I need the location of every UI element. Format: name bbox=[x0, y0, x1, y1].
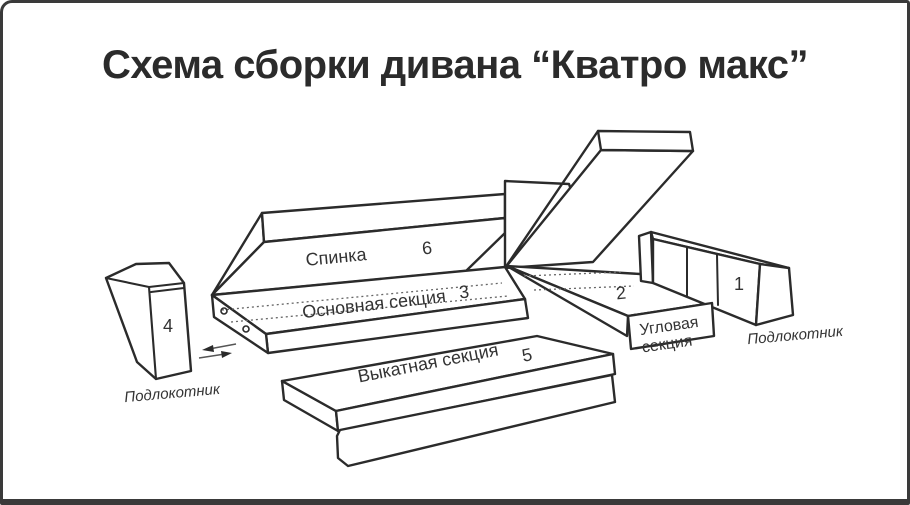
armrest-right-cap bbox=[754, 262, 795, 327]
corner-section-side bbox=[505, 264, 630, 338]
seat-seam-dotted-2 bbox=[230, 295, 509, 323]
screw-hole-1 bbox=[220, 307, 228, 315]
corner-seam-dotted-1 bbox=[523, 271, 623, 277]
armrest-left-seam bbox=[149, 286, 186, 294]
armrest-left-edge-top bbox=[104, 276, 151, 289]
main-section-number: 3 bbox=[458, 281, 470, 302]
seat-seam-dotted-1 bbox=[221, 282, 503, 311]
rollout-band bbox=[334, 352, 617, 433]
corner-seam-dotted-2 bbox=[533, 285, 635, 291]
arrow-left-icon bbox=[202, 345, 214, 352]
armrest-right-end-face bbox=[637, 230, 655, 285]
page-title: Схема сборки дивана “Кватро макс” bbox=[102, 43, 808, 87]
corner-section-number: 2 bbox=[615, 283, 627, 304]
slide-arrows bbox=[198, 343, 237, 359]
corner-section-label-line2: секция bbox=[641, 333, 694, 357]
armrest-right-divider-2 bbox=[716, 254, 719, 306]
arrow-right-icon bbox=[221, 351, 232, 358]
armrest-left-number: 4 bbox=[163, 316, 173, 336]
armrest-left-edge-vertical bbox=[147, 285, 158, 381]
rollout-section-number: 5 bbox=[520, 344, 534, 366]
armrest-right-label: Подлокотник bbox=[747, 323, 845, 348]
tilted-panel-top-strip bbox=[596, 129, 695, 153]
armrest-left-edge-front-top bbox=[147, 281, 186, 289]
armrest-right-number: 1 bbox=[734, 274, 744, 294]
back-number: 6 bbox=[421, 238, 433, 259]
armrest-left-label: Подлокотник bbox=[124, 381, 222, 406]
corner-section-front-panel bbox=[626, 301, 716, 351]
screw-hole-2 bbox=[242, 325, 250, 333]
tilted-panel-edge bbox=[503, 129, 600, 270]
armrest-left-outline bbox=[104, 261, 193, 381]
rollout-skirt bbox=[335, 373, 617, 468]
